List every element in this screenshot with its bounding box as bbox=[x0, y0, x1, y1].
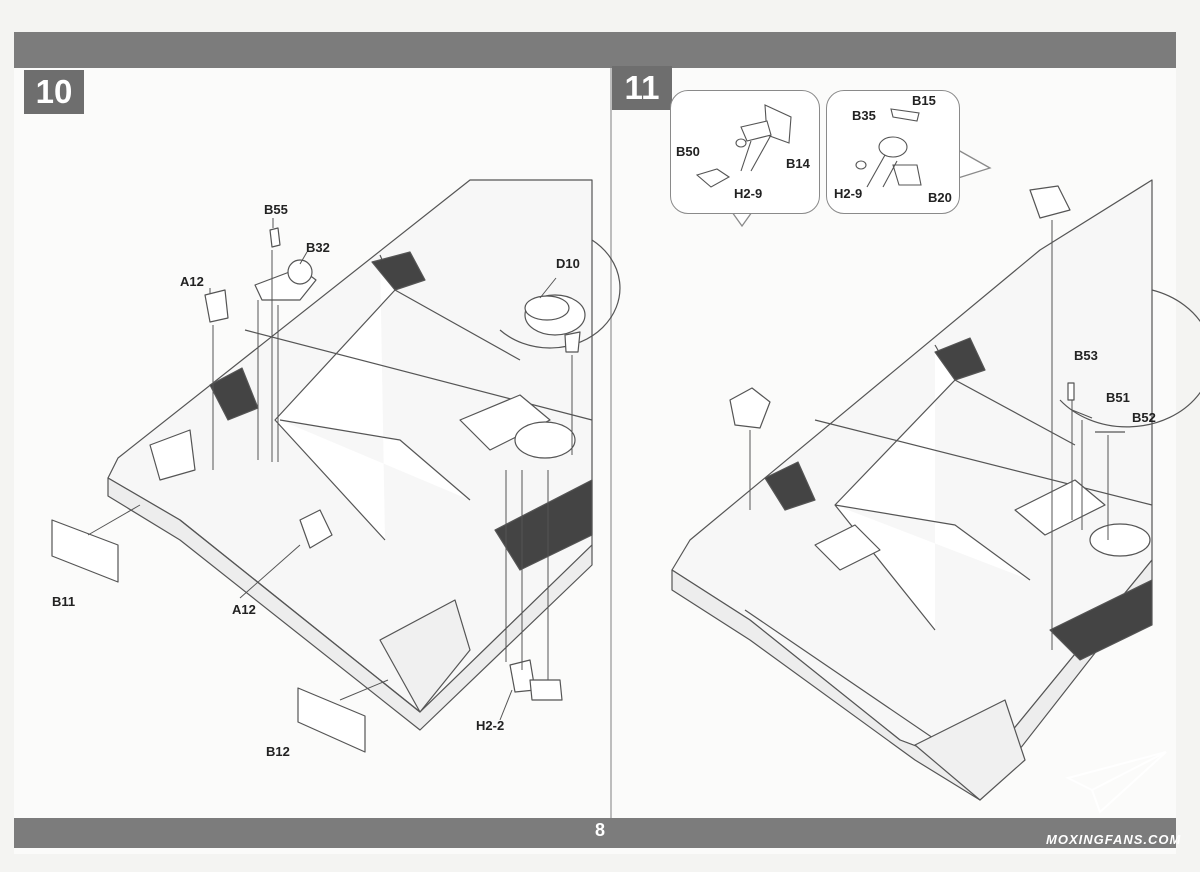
part-label-h2-2: H2-2 bbox=[476, 718, 505, 733]
callout-detail-right bbox=[826, 90, 960, 214]
watermark: MOXINGFANS.COM bbox=[1046, 832, 1182, 847]
part-label-b53: B53 bbox=[1074, 348, 1098, 363]
part-label-b35: B35 bbox=[852, 108, 876, 123]
step-10-badge: 10 bbox=[24, 70, 84, 114]
top-gray-bar bbox=[14, 32, 1176, 68]
part-label-b50: B50 bbox=[676, 144, 700, 159]
part-label-b11: B11 bbox=[52, 594, 76, 609]
part-label-b20: B20 bbox=[928, 190, 952, 205]
part-label-a12-bottom: A12 bbox=[232, 602, 256, 617]
callout-detail-left bbox=[670, 90, 820, 214]
part-label-b32: B32 bbox=[306, 240, 330, 255]
part-label-b55: B55 bbox=[264, 202, 288, 217]
page-number: 8 bbox=[594, 820, 605, 840]
callout-left-drawing bbox=[695, 104, 792, 188]
step-divider bbox=[610, 68, 612, 818]
part-label-b51: B51 bbox=[1106, 390, 1130, 405]
part-label-b52: B52 bbox=[1132, 410, 1156, 425]
bottom-gray-bar bbox=[14, 818, 1176, 848]
part-label-b12: B12 bbox=[266, 744, 290, 759]
part-label-h2-9-right: H2-9 bbox=[834, 186, 863, 201]
part-label-a12-top: A12 bbox=[180, 274, 204, 289]
part-label-b15: B15 bbox=[912, 93, 936, 108]
callout-right-drawing bbox=[855, 108, 922, 188]
part-label-h2-9-left: H2-9 bbox=[734, 186, 763, 201]
step-11-badge: 11 bbox=[612, 66, 672, 110]
part-label-b14: B14 bbox=[786, 156, 810, 171]
part-label-d10: D10 bbox=[556, 256, 580, 271]
